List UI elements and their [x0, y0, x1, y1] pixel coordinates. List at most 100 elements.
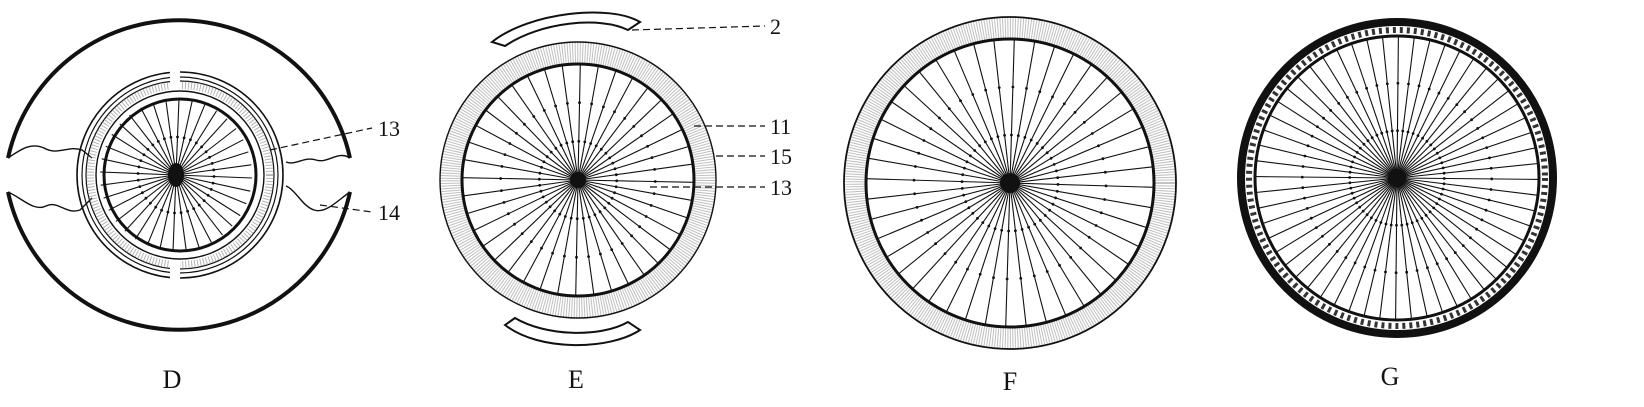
spoke-bead — [1355, 201, 1359, 205]
panel-d: 13 14 D — [6, 18, 400, 394]
spoke-bead — [611, 161, 615, 165]
spoke-bead — [1019, 277, 1023, 280]
panel-d-membrane-left — [7, 145, 93, 212]
spoke — [870, 182, 1011, 220]
spoke-bead — [960, 187, 964, 190]
spoke — [557, 179, 579, 295]
spoke-bead — [194, 141, 198, 145]
panel-e-cap-top — [489, 11, 642, 48]
spoke-bead — [1051, 95, 1054, 99]
spoke-bead — [987, 224, 991, 228]
spoke — [577, 145, 690, 181]
spoke — [1396, 35, 1399, 179]
spoke-bead — [1032, 274, 1036, 278]
spoke-bead — [1014, 229, 1017, 233]
spoke — [1306, 177, 1398, 289]
panel-e-cap-bottom — [503, 316, 642, 347]
panel-d-ring-4 — [95, 90, 265, 260]
spoke-bead — [961, 173, 965, 177]
spoke-bead — [542, 160, 546, 164]
spoke-bead — [1358, 146, 1362, 150]
spoke-bead — [1322, 116, 1325, 120]
spoke-bead — [169, 135, 173, 139]
spoke — [1284, 177, 1398, 266]
spoke-bead — [1301, 186, 1305, 190]
panel-d-outer-envelope — [6, 18, 352, 332]
spoke-bead — [620, 242, 624, 245]
spoke — [1286, 87, 1398, 179]
spoke-bead — [502, 201, 506, 204]
spoke-bead — [1442, 182, 1446, 186]
spoke-bead — [1043, 214, 1047, 217]
spoke-bead — [962, 193, 965, 197]
spoke — [577, 128, 683, 181]
spoke-bead — [1379, 221, 1383, 224]
spoke — [1396, 177, 1525, 242]
spoke-bead — [554, 146, 558, 150]
spoke-bead — [1366, 139, 1370, 143]
panel-f-spokes — [866, 39, 1154, 327]
spoke-bead — [523, 122, 526, 126]
spoke-bead — [1361, 209, 1365, 213]
spoke — [485, 109, 579, 181]
spoke-bead — [553, 209, 557, 213]
spoke-bead — [1440, 192, 1443, 196]
spoke-bead — [1365, 86, 1368, 90]
spoke-bead — [1035, 142, 1039, 145]
spoke-bead — [1348, 176, 1352, 179]
spoke-bead — [1358, 205, 1362, 209]
spoke-bead — [615, 179, 619, 183]
spoke-bead — [212, 175, 216, 178]
spoke-bead — [1415, 269, 1419, 272]
spoke-bead — [1090, 132, 1094, 135]
spoke-bead — [1469, 236, 1472, 240]
spoke-bead — [1099, 211, 1103, 215]
spoke — [1258, 177, 1398, 209]
spoke-bead — [1438, 156, 1442, 160]
spoke-bead — [176, 135, 179, 139]
panel-d-callout-13-line — [269, 127, 373, 151]
spoke-bead — [1020, 228, 1024, 231]
spoke-bead — [577, 139, 581, 143]
spoke-bead — [1429, 143, 1433, 147]
spoke-bead — [1306, 144, 1310, 148]
spoke-bead — [551, 251, 554, 255]
spoke-bead — [1350, 191, 1354, 195]
spoke — [1297, 76, 1398, 179]
spoke-bead — [613, 110, 616, 114]
spoke-bead — [640, 134, 643, 138]
spoke — [1005, 182, 1011, 327]
panel-f-outer-edge — [843, 16, 1177, 350]
spoke — [468, 141, 579, 181]
panel-g: G — [1237, 18, 1557, 391]
spoke — [1396, 50, 1461, 179]
spoke-bead — [1305, 207, 1309, 210]
spoke-bead — [1016, 134, 1020, 138]
spoke-bead — [179, 211, 183, 215]
panel-e-callout-2: 2 — [770, 14, 781, 39]
panel-f-inner-wall — [864, 37, 1156, 329]
spoke-bead — [1488, 156, 1491, 160]
panel-g-center — [1388, 169, 1406, 187]
spoke-bead — [929, 127, 933, 131]
spoke-bead — [990, 137, 993, 141]
spoke-bead — [614, 173, 618, 177]
spoke-bead — [208, 155, 212, 159]
spoke-bead — [992, 276, 995, 279]
panel-e-callout-11: 11 — [770, 114, 791, 139]
spoke — [475, 124, 579, 181]
spoke — [1309, 65, 1398, 179]
spoke-bead — [138, 185, 142, 189]
spoke — [912, 182, 1011, 290]
spoke — [577, 179, 695, 183]
spoke-bead — [1411, 132, 1415, 135]
spoke — [1381, 36, 1398, 179]
panel-f-label: F — [1003, 367, 1017, 396]
spoke — [1396, 103, 1519, 179]
spoke-bead — [1421, 136, 1424, 140]
spoke-bead — [976, 216, 979, 220]
spoke-bead — [1355, 151, 1359, 154]
spoke — [1258, 144, 1398, 179]
spoke-bead — [151, 143, 155, 147]
spoke — [973, 43, 1011, 184]
